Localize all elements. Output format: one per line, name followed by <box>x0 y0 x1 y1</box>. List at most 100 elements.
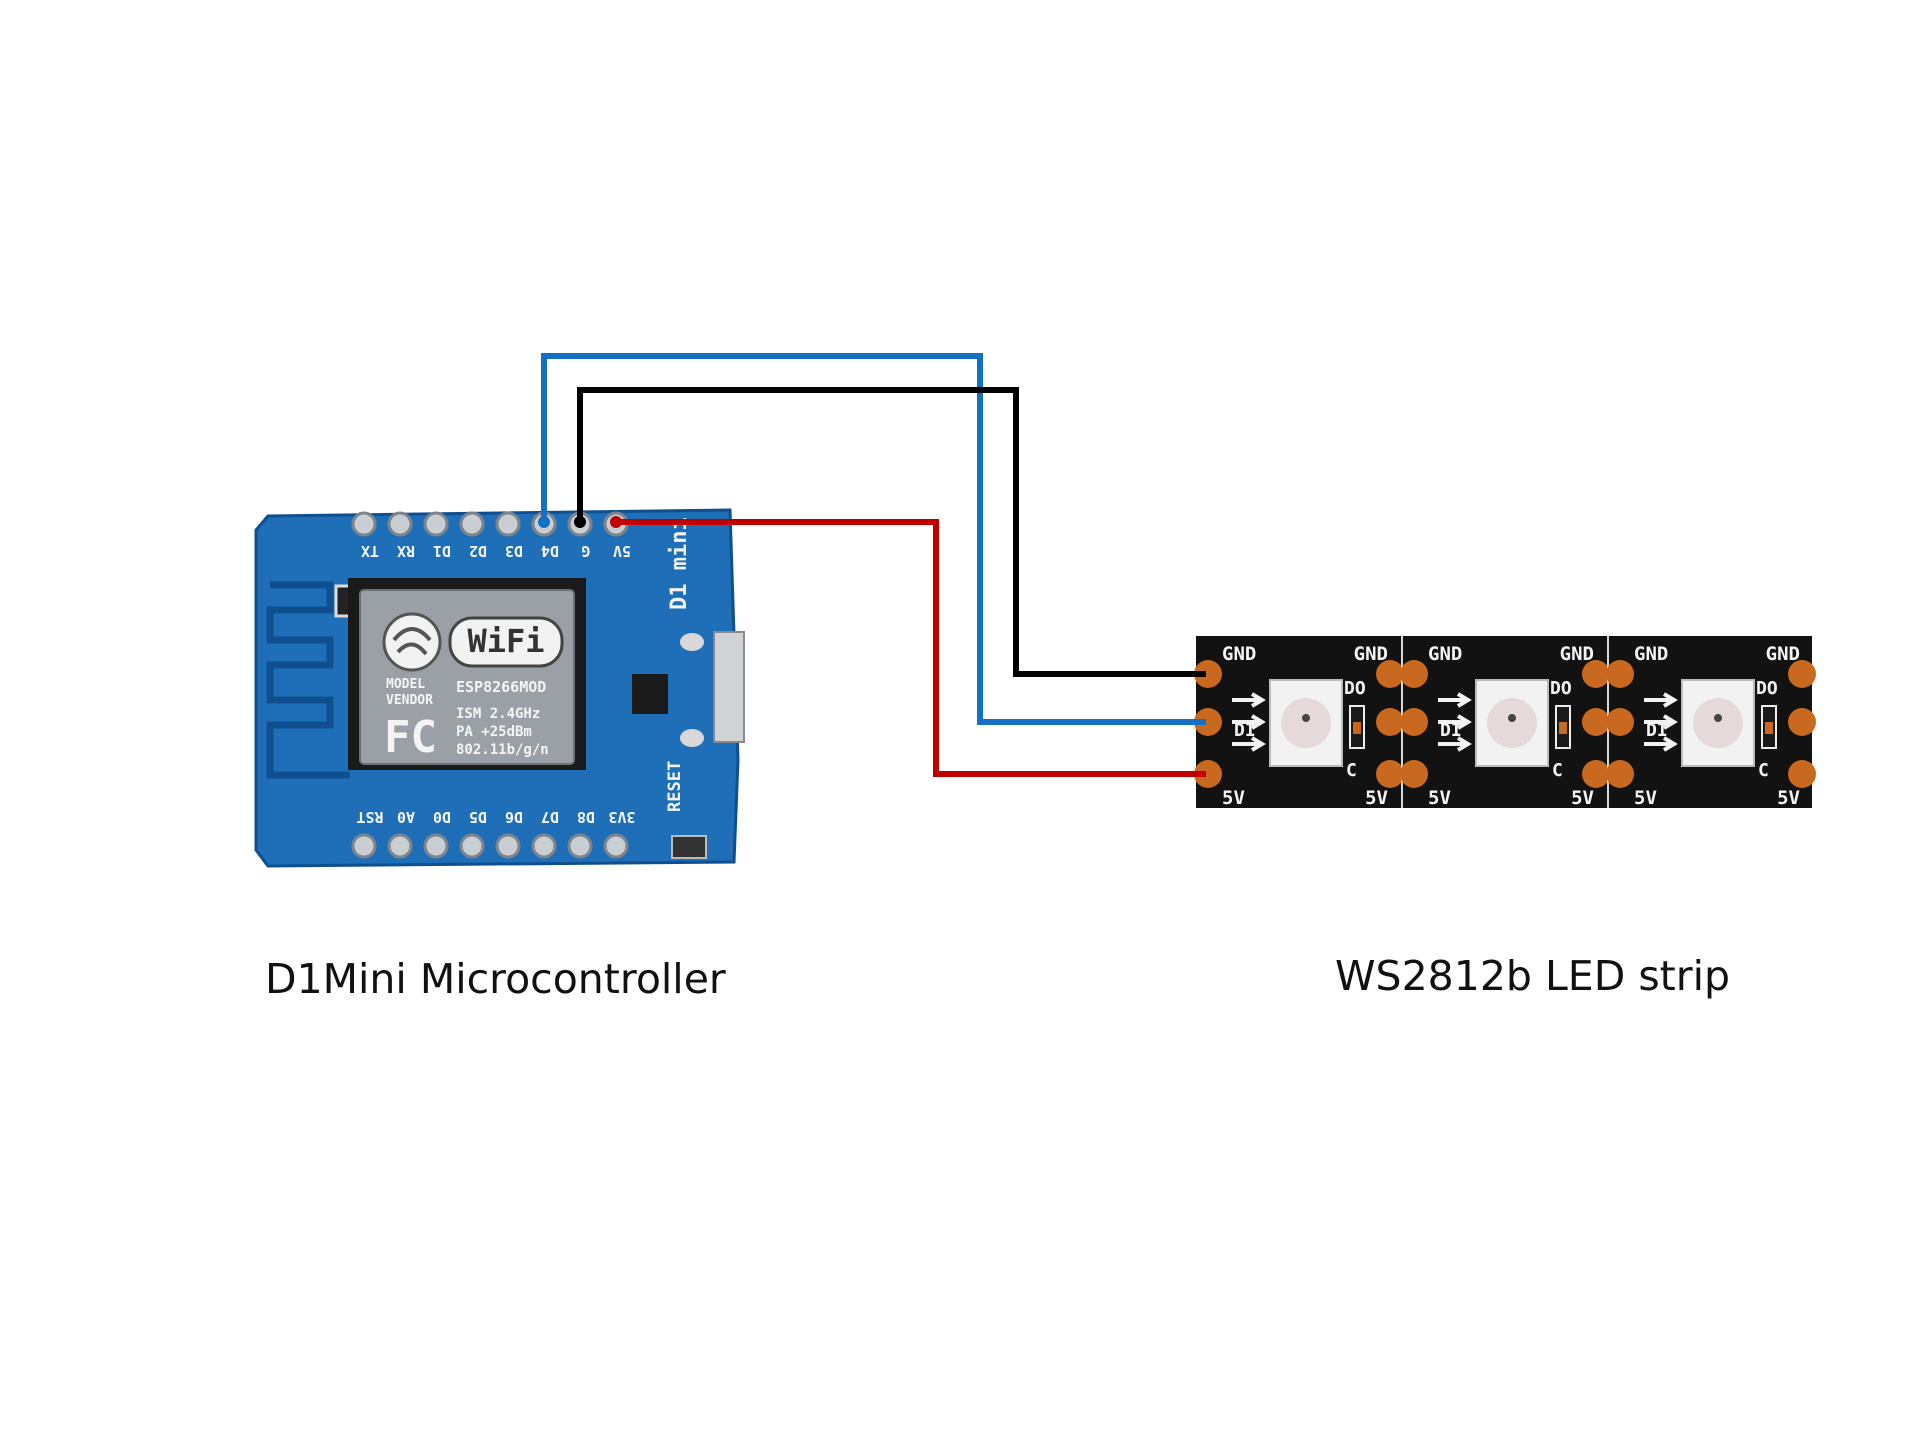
led-lens <box>1281 698 1331 748</box>
direction-arrow-0 <box>1438 692 1472 708</box>
microcontroller-caption: D1Mini Microcontroller <box>265 955 726 1003</box>
pad-left-1 <box>1400 708 1428 736</box>
led-die <box>1302 714 1310 722</box>
pad-left-2 <box>1194 760 1222 788</box>
pad-left-0 <box>1194 660 1222 688</box>
wire-end-g <box>574 516 586 528</box>
top-pin-rx <box>387 511 413 537</box>
top-pin-d3 <box>495 511 521 537</box>
strip-label-di: DI <box>1646 720 1668 741</box>
top-pin-label-tx: TX <box>361 542 379 560</box>
direction-arrow-2 <box>1438 736 1472 752</box>
module-chip-name: ESP8266MOD <box>456 678 546 696</box>
led-die <box>1508 714 1516 722</box>
d1-mini-board: WiFi MODEL VENDOR ESP8266MOD FC ISM 2.4G… <box>254 508 745 868</box>
top-pin-label-5v: 5V <box>613 542 631 560</box>
top-pin-label-d2: D2 <box>469 542 487 560</box>
direction-arrow-0 <box>1644 692 1678 708</box>
top-pin-label-rx: RX <box>397 542 415 560</box>
top-pin-label-d4: D4 <box>541 542 559 560</box>
ground-wire <box>577 387 1206 677</box>
reset-button <box>671 835 707 859</box>
pad-left-1 <box>1606 708 1634 736</box>
direction-arrow-1 <box>1232 714 1266 730</box>
led-die <box>1714 714 1722 722</box>
top-pin-d1 <box>423 511 449 537</box>
top-pin-label-d3: D3 <box>505 542 523 560</box>
wires <box>538 353 1206 777</box>
resistor-body <box>1353 722 1361 734</box>
antenna-trace <box>266 581 350 779</box>
strip-label-c: C <box>1758 760 1769 781</box>
module-model-line2: VENDOR <box>386 693 433 708</box>
wifi-badge <box>448 616 564 668</box>
direction-arrow-0 <box>1232 692 1266 708</box>
strip-label-v-right: 5V <box>1777 787 1800 809</box>
bottom-pin-d5 <box>459 833 485 859</box>
direction-arrow-1 <box>1438 714 1472 730</box>
module-fcc-logo: FC <box>384 712 437 763</box>
top-pin-label-g: G <box>581 542 590 560</box>
strip-label-gnd-left: GND <box>1222 643 1256 665</box>
strip-label-v-left: 5V <box>1222 787 1245 809</box>
strip-label-gnd-right: GND <box>1766 643 1800 665</box>
strip-label-di: DI <box>1440 720 1462 741</box>
strip-label-gnd-left: GND <box>1634 643 1668 665</box>
pad-right-2 <box>1788 760 1816 788</box>
strip-label-c: C <box>1552 760 1563 781</box>
smd-pad-bottom <box>680 729 704 747</box>
pad-left-1 <box>1194 708 1222 736</box>
strip-label-c: C <box>1346 760 1357 781</box>
smd-pad-top <box>680 633 704 651</box>
bottom-pin-d7 <box>531 833 557 859</box>
pad-right-0 <box>1582 660 1610 688</box>
resistor-body <box>1559 722 1567 734</box>
top-pin-header: TX RX D1 D2 D3 D4 G 5V <box>351 511 631 560</box>
bottom-pin-label-d6: D6 <box>505 808 523 826</box>
bottom-pin-d6 <box>495 833 521 859</box>
strip-label-gnd-left: GND <box>1428 643 1462 665</box>
pad-left-2 <box>1606 760 1634 788</box>
bottom-pin-label-d8: D8 <box>577 808 595 826</box>
bottom-pin-a0 <box>387 833 413 859</box>
power-wire <box>616 519 1206 777</box>
board-model-label: D1 mini <box>667 517 692 610</box>
espressif-logo <box>382 612 442 672</box>
espressif-logo-swirl <box>392 627 432 656</box>
strip-label-gnd-right: GND <box>1354 643 1388 665</box>
direction-arrow-1 <box>1644 714 1678 730</box>
bottom-pin-label-d5: D5 <box>469 808 487 826</box>
usb-connector <box>713 631 745 743</box>
bottom-pin-label-rst: RST <box>356 808 383 826</box>
bottom-pin-rst <box>351 833 377 859</box>
top-pin-label-d1: D1 <box>433 542 451 560</box>
bottom-pin-d8 <box>567 833 593 859</box>
pad-left-0 <box>1400 660 1428 688</box>
pad-right-1 <box>1582 708 1610 736</box>
strip-label-gnd-right: GND <box>1560 643 1594 665</box>
wire-end-5v <box>610 516 622 528</box>
pad-right-0 <box>1788 660 1816 688</box>
direction-arrow-2 <box>1232 736 1266 752</box>
pad-left-2 <box>1400 760 1428 788</box>
regulator <box>632 674 668 714</box>
resistor-body <box>1765 722 1773 734</box>
pad-left-0 <box>1606 660 1634 688</box>
wire-end-d4 <box>538 516 550 528</box>
esp-module: WiFi MODEL VENDOR ESP8266MOD FC ISM 2.4G… <box>348 578 586 770</box>
top-pin-d2 <box>459 511 485 537</box>
module-model-line1: MODEL <box>386 677 425 692</box>
wifi-text: WiFi <box>467 622 544 660</box>
pad-right-1 <box>1376 708 1404 736</box>
bottom-pin-label-a0: A0 <box>397 808 415 826</box>
pad-right-1 <box>1788 708 1816 736</box>
module-spec-3: 802.11b/g/n <box>456 742 549 758</box>
strip-label-do: DO <box>1550 678 1572 699</box>
